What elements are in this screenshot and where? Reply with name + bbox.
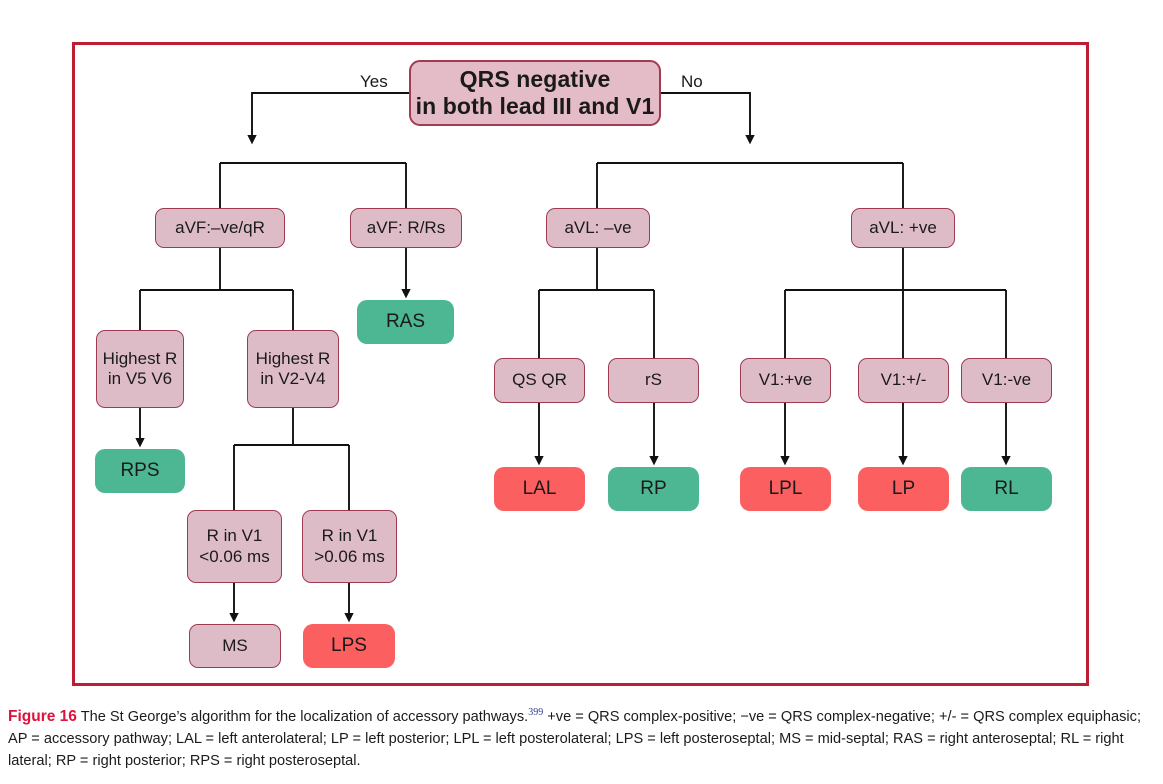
node-v1-negative[interactable]: V1:-ve xyxy=(961,358,1052,403)
node-v1-positive[interactable]: V1:+ve xyxy=(740,358,831,403)
node-avl-positive[interactable]: aVL: +ve xyxy=(851,208,955,248)
node-terminal-lps[interactable]: LPS xyxy=(303,624,395,668)
node-rs[interactable]: rS xyxy=(608,358,699,403)
node-avl-negative[interactable]: aVL: –ve xyxy=(546,208,650,248)
figure-caption-text-1: The St George’s algorithm for the locali… xyxy=(76,709,529,726)
node-highest-r-v5-v6[interactable]: Highest R in V5 V6 xyxy=(96,330,184,408)
node-terminal-rps[interactable]: RPS xyxy=(95,449,185,493)
node-v1-equiphasic[interactable]: V1:+/- xyxy=(858,358,949,403)
node-terminal-ms[interactable]: MS xyxy=(189,624,281,668)
node-qs-qr[interactable]: QS QR xyxy=(494,358,585,403)
node-terminal-lal[interactable]: LAL xyxy=(494,467,585,511)
node-avf-negative-qr[interactable]: aVF:–ve/qR xyxy=(155,208,285,248)
figure-caption-label: Figure 16 xyxy=(8,708,77,726)
node-r-in-v1-greater[interactable]: R in V1 >0.06 ms xyxy=(302,510,397,583)
edge-label-yes: Yes xyxy=(360,72,388,91)
node-r-in-v1-less[interactable]: R in V1 <0.06 ms xyxy=(187,510,282,583)
node-highest-r-v2-v4[interactable]: Highest R in V2-V4 xyxy=(247,330,339,408)
figure-caption-reference: 399 xyxy=(528,707,544,718)
figure-caption: Figure 16 The St George’s algorithm for … xyxy=(8,706,1156,772)
edge-label-no: No xyxy=(681,72,703,91)
node-terminal-lpl[interactable]: LPL xyxy=(740,467,831,511)
node-terminal-rl[interactable]: RL xyxy=(961,467,1052,511)
node-terminal-ras[interactable]: RAS xyxy=(357,300,454,344)
node-terminal-rp[interactable]: RP xyxy=(608,467,699,511)
node-avf-r-rs[interactable]: aVF: R/Rs xyxy=(350,208,462,248)
figure-caption-text-2: +ve = QRS complex-positive; −ve = QRS co… xyxy=(8,709,1142,769)
node-terminal-lp[interactable]: LP xyxy=(858,467,949,511)
